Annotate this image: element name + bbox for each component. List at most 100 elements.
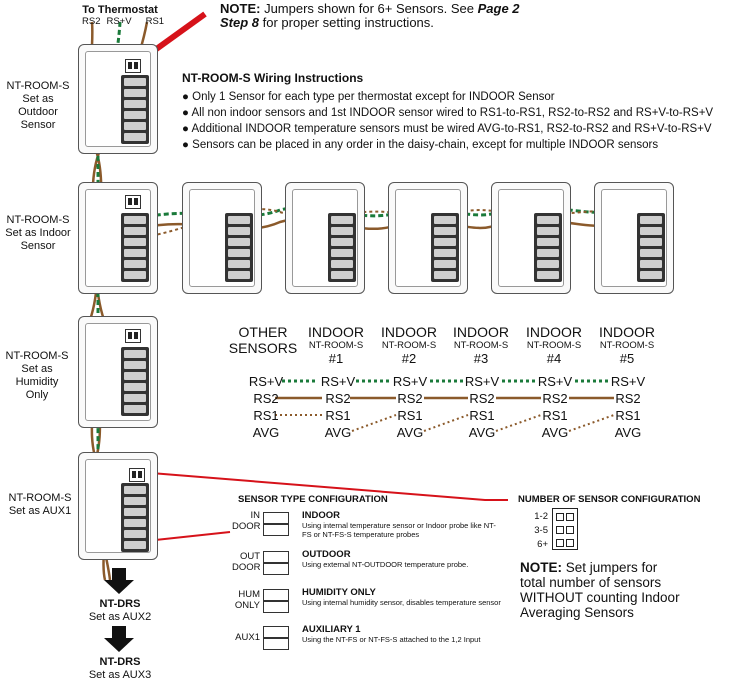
cfg-humidity-switch [263, 589, 289, 601]
jumper-note-bold: NOTE: [220, 1, 261, 16]
indoor1-rs1: RS1 [325, 408, 351, 423]
jumper-pin-1 [556, 513, 564, 521]
cfg-aux1-switch [263, 626, 289, 638]
cfg-outdoor-text: OUTDOOR Using external NT-OUTDOOR temper… [302, 549, 469, 569]
num-sensor-note-line2: total number of sensors [520, 575, 662, 590]
rows-col-indoor-4: RS+V RS2 RS1 AVG [533, 373, 577, 441]
jumper-pin-2 [566, 513, 574, 521]
indoor1-avg: AVG [324, 425, 352, 440]
arrow-down-2 [104, 626, 134, 652]
sensor-type-title: SENSOR TYPE CONFIGURATION [238, 494, 388, 505]
col-indoor-2-h2: NT-ROOM-S [381, 340, 437, 351]
rows-col-indoor-2: RS+V RS2 RS1 AVG [388, 373, 432, 441]
label-drs-aux3: NT-DRS Set as AUX3 [84, 656, 156, 682]
indoor4-rs1: RS1 [542, 408, 568, 423]
terminal-rs1: RS1 [145, 16, 165, 27]
wiring-table-rows: RS+V RS2 RS1 AVG RS+V RS2 RS1 AVG RS+V R… [228, 373, 668, 445]
label-drs-aux3-line2: Set as AUX3 [88, 669, 152, 681]
cfg-outdoor-switch [263, 551, 289, 563]
num-sensor-note-line4: Averaging Sensors [520, 605, 634, 620]
device-humidity [78, 316, 158, 428]
col-indoor-1-h1: INDOOR [308, 324, 364, 340]
note-pointer [153, 11, 207, 53]
rows-col-indoor-1: RS+V RS2 RS1 AVG [316, 373, 360, 441]
cfg-row-indoor: IN DOOR INDOOR Using internal temperatur… [232, 510, 502, 544]
label-outdoor-line2: Set as Outdoor [18, 93, 58, 118]
instructions-title: NT-ROOM-S Wiring Instructions [182, 71, 364, 85]
table-col-indoor-4: INDOOR NT-ROOM-S #4 [519, 324, 589, 366]
cfg-humidity-tag: HUM ONLY [234, 589, 260, 611]
num-sensor-jumper-block [552, 508, 578, 550]
indoor3-rs1: RS1 [469, 408, 495, 423]
instruction-item-4: ● Sensors can be placed in any order in … [182, 139, 659, 151]
label-aux1: NT-ROOM-S Set as AUX1 [4, 492, 76, 518]
num-sensor-note-line3: WITHOUT counting Indoor [520, 590, 680, 605]
col-indoor-4-h1: INDOOR [526, 324, 582, 340]
col-other-h1: OTHER [238, 324, 288, 340]
cfg-indoor-tag: IN DOOR [232, 510, 261, 532]
device-aux1 [78, 452, 158, 560]
label-drs-aux2-model: NT-DRS [99, 598, 141, 610]
num-sensor-config: NUMBER OF SENSOR CONFIGURATION [518, 494, 746, 505]
label-humidity: NT-ROOM-S Set as Humidity Only [0, 350, 74, 402]
num-sensor-row-1: 1-2 [534, 511, 548, 522]
terminal-rsv: RS+V [106, 16, 132, 27]
indoor2-rs1: RS1 [397, 408, 423, 423]
label-indoor: NT-ROOM-S Set as Indoor Sensor [2, 214, 74, 253]
device-indoor-4 [388, 182, 468, 294]
label-indoor-line3: Sensor [20, 240, 56, 252]
label-drs-aux2-line2: Set as AUX2 [88, 611, 152, 623]
cfg-aux1-switch-2 [263, 638, 289, 650]
cfg-indoor-switch [263, 512, 289, 524]
cfg-humidity-switch-2 [263, 601, 289, 613]
other-avg: AVG [252, 425, 280, 440]
other-rsv: RS+V [248, 374, 284, 389]
jumper-note: NOTE: Jumpers shown for 6+ Sensors. See … [220, 2, 550, 30]
num-sensor-note-bold: NOTE: [520, 560, 562, 575]
label-drs-aux3-model: NT-DRS [99, 656, 141, 668]
device-outdoor [78, 44, 158, 154]
label-outdoor-model: NT-ROOM-S [6, 80, 70, 92]
device-indoor-2 [182, 182, 262, 294]
cfg-aux1-tag: AUX1 [235, 632, 260, 643]
sensor-type-config: SENSOR TYPE CONFIGURATION [232, 494, 502, 505]
device-indoor-6 [594, 182, 674, 294]
device-indoor-5 [491, 182, 571, 294]
label-humidity-line3: Only [25, 389, 49, 401]
rows-col-indoor-3: RS+V RS2 RS1 AVG [460, 373, 504, 441]
other-rs1: RS1 [253, 408, 279, 423]
table-col-indoor-2: INDOOR NT-ROOM-S #2 [374, 324, 444, 366]
num-sensor-note: NOTE: Set jumpers for total number of se… [520, 560, 746, 620]
instruction-item-1: ● Only 1 Sensor for each type per thermo… [182, 91, 555, 103]
col-other-h2: SENSORS [228, 340, 298, 356]
col-indoor-1-h2: NT-ROOM-S [308, 340, 364, 351]
indoor3-avg: AVG [468, 425, 496, 440]
device-indoor-1 [78, 182, 158, 294]
cfg-indoor-text: INDOOR Using internal temperature sensor… [302, 510, 496, 539]
jumper-pin-5 [556, 539, 564, 547]
indoor2-rsv: RS+V [392, 374, 428, 389]
col-indoor-3-h1: INDOOR [453, 324, 509, 340]
rows-col-indoor-5: RS+V RS2 RS1 AVG [606, 373, 650, 441]
col-indoor-3-h3: #3 [473, 351, 489, 366]
indoor5-rs1: RS1 [615, 408, 641, 423]
col-indoor-4-h3: #4 [546, 351, 562, 366]
cfg-humidity-text: HUMIDITY ONLY Using internal humidity se… [302, 587, 501, 607]
label-indoor-line2: Set as Indoor [5, 227, 71, 239]
indoor5-avg: AVG [614, 425, 642, 440]
cfg-row-humidity: HUM ONLY HUMIDITY ONLY Using internal hu… [232, 587, 502, 617]
col-indoor-3-h2: NT-ROOM-S [453, 340, 509, 351]
instruction-item-2: ● All non indoor sensors and 1st INDOOR … [182, 107, 714, 119]
num-sensor-rows: 1-2 3-5 6+ [518, 510, 548, 552]
label-humidity-line2: Set as Humidity [15, 363, 59, 388]
cfg-aux1-text: AUXILIARY 1 Using the NT-FS or NT-FS-S a… [302, 624, 481, 644]
jumper-pin-3 [556, 526, 564, 534]
num-sensor-row-2: 3-5 [534, 525, 548, 536]
label-aux1-line2: Set as AUX1 [8, 505, 72, 517]
rows-col-other: RS+V RS2 RS1 AVG [244, 373, 288, 441]
col-indoor-5-h1: INDOOR [599, 324, 655, 340]
terminal-rs2: RS2 [82, 16, 101, 27]
to-thermostat-label: To Thermostat [82, 4, 158, 16]
jumper-note-tail: for proper setting instructions. [262, 15, 434, 30]
device-indoor-3 [285, 182, 365, 294]
